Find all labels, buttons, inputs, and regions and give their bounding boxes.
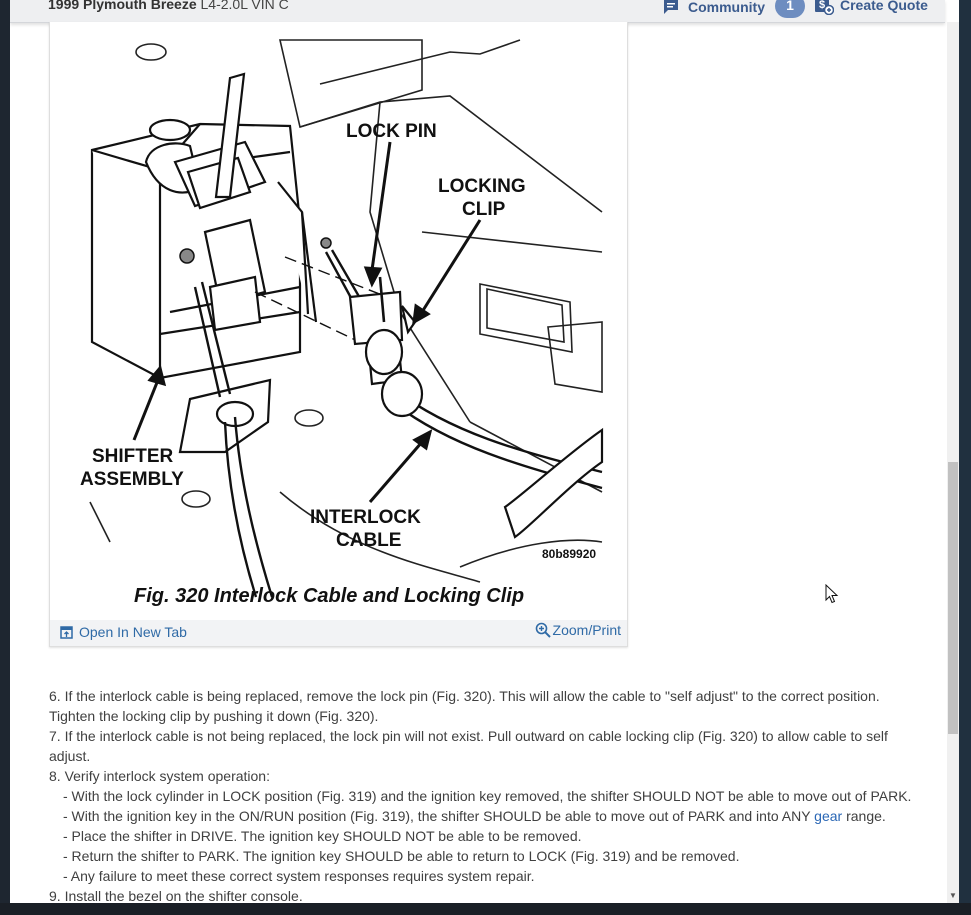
zoom-in-icon <box>535 622 551 638</box>
quote-dollar-icon: $ <box>815 0 834 15</box>
create-quote-label: Create Quote <box>840 0 928 13</box>
open-in-new-tab-link[interactable]: Open In New Tab <box>60 624 187 640</box>
chat-icon <box>664 0 678 14</box>
figure-caption: Fig. 320 Interlock Cable and Locking Cli… <box>134 585 524 607</box>
step-8-bullet-3: - Place the shifter in DRIVE. The igniti… <box>63 828 582 844</box>
step-8-bullet-4: - Return the shifter to PARK. The igniti… <box>63 848 740 864</box>
vertical-scrollbar[interactable]: ▼ <box>947 22 959 903</box>
step-8-bullet-1: - With the lock cylinder in LOCK positio… <box>63 788 912 804</box>
mouse-cursor-icon <box>825 584 839 604</box>
zoom-print-link[interactable]: Zoom/Print <box>535 622 621 638</box>
bullet-2-text: - With the ignition key in the ON/RUN po… <box>63 808 815 824</box>
community-label: Community <box>688 0 765 15</box>
step-8: 8. Verify interlock system operation: <box>49 768 270 784</box>
callout-shifter-line2: ASSEMBLY <box>80 469 184 490</box>
step-9: 9. Install the bezel on the shifter cons… <box>49 888 303 903</box>
interlock-cable-diagram: LOCK PIN LOCKING CLIP SHIFTER ASSEMBLY I… <box>50 22 627 617</box>
step-6: 6. If the interlock cable is being repla… <box>49 688 880 724</box>
scroll-down-arrow-icon[interactable]: ▼ <box>949 891 957 900</box>
callout-shifter-line1: SHIFTER <box>92 446 174 467</box>
figure-card: LOCK PIN LOCKING CLIP SHIFTER ASSEMBLY I… <box>49 22 628 647</box>
zoom-print-label: Zoom/Print <box>552 622 621 638</box>
desktop-edge-right <box>959 0 971 903</box>
figure-footer: Open In New Tab Zoom/Print <box>50 620 627 646</box>
scrollbar-thumb[interactable] <box>948 462 958 734</box>
callout-locking-clip-line2: CLIP <box>462 199 506 220</box>
community-button[interactable]: Community 1 <box>662 0 805 19</box>
vehicle-header-bar: 1999 Plymouth Breeze L4-2.0L VIN C Commu… <box>10 0 945 23</box>
step-8-bullet-2: - With the ignition key in the ON/RUN po… <box>49 806 929 826</box>
callout-locking-clip-line1: LOCKING <box>438 176 526 197</box>
callout-lock-pin: LOCK PIN <box>346 121 437 142</box>
svg-text:$: $ <box>819 0 825 11</box>
open-new-tab-icon <box>60 625 73 639</box>
figure-code: 80b89920 <box>542 547 596 561</box>
callout-interlock-line1: INTERLOCK <box>310 507 421 528</box>
vehicle-name: 1999 Plymouth Breeze <box>48 0 197 12</box>
open-in-new-tab-label: Open In New Tab <box>79 624 187 640</box>
create-quote-button[interactable]: $ Create Quote <box>814 0 928 15</box>
gear-link[interactable]: gear <box>814 808 843 824</box>
browser-window: 1999 Plymouth Breeze L4-2.0L VIN C Commu… <box>10 0 959 903</box>
vehicle-title: 1999 Plymouth Breeze L4-2.0L VIN C <box>48 0 289 12</box>
step-8-bullet-5: - Any failure to meet these correct syst… <box>63 868 535 884</box>
callout-interlock-line2: CABLE <box>336 530 401 551</box>
procedure-text: 6. If the interlock cable is being repla… <box>49 686 929 903</box>
community-count-badge: 1 <box>775 0 805 18</box>
desktop-edge-bottom <box>0 903 971 915</box>
step-7: 7. If the interlock cable is not being r… <box>49 728 888 764</box>
vehicle-engine: L4-2.0L VIN C <box>196 0 289 12</box>
bullet-2-text-end: range. <box>842 808 886 824</box>
